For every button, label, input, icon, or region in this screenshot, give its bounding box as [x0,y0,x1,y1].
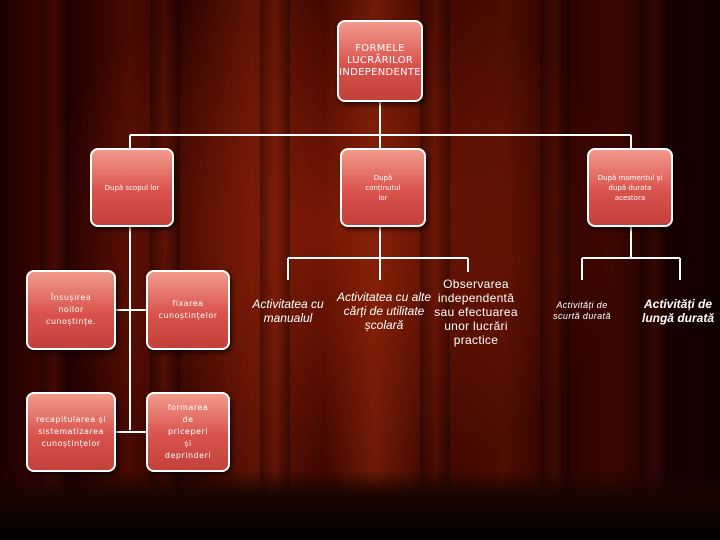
continut-item-label: Activitatea cu alte cărți de utilitate ș… [336,290,432,332]
scop-item-fixarea: fixarea cunoștințelor [146,270,230,350]
scop-item-recapitularea: recapitularea și sistematizarea cunoștin… [26,392,116,472]
continut-item-label: Activitatea cu manualul [252,297,324,325]
continut-item-alte-carti: Activitatea cu alte cărți de utilitate ș… [336,282,432,340]
branch-moment: După momentul și după durata acestora [587,148,673,227]
curtain-fold [260,0,290,540]
root-label: FORMELE LUCRĂRILOR INDEPENDENTE [339,43,421,78]
scop-item-label: fixarea cunoștințelor [158,299,218,320]
branch-continut: După conținutul lor [340,148,426,227]
continut-item-manual: Activitatea cu manualul [243,282,333,340]
scop-item-label: recapitularea și sistematizarea cunoștin… [36,415,106,448]
moment-item-label: Activități de scurtă durată [553,300,611,321]
scop-item-label: Însușirea noilor cunoștințe. [45,293,97,326]
root-node: FORMELE LUCRĂRILOR INDEPENDENTE [337,20,423,102]
curtain-fold [420,0,450,540]
curtain-fold [540,0,570,540]
moment-item-lunga: Activități de lungă durată [636,282,720,340]
moment-item-label: Activități de lungă durată [641,297,714,325]
curtain-fold [640,0,670,540]
continut-item-observarea: Observarea independentă sau efectuarea u… [428,272,524,352]
scop-item-insusirea: Însușirea noilor cunoștințe. [26,270,116,350]
moment-item-scurta: Activități de scurtă durată [542,282,622,340]
branch-scop: După scopul lor [90,148,174,227]
stage-floor [0,470,720,540]
branch-scop-label: După scopul lor [104,183,160,192]
continut-item-label: Observarea independentă sau efectuarea u… [434,277,518,347]
scop-item-formarea: formarea de priceperi și deprinderi [146,392,230,472]
branch-moment-label: După momentul și după durata acestora [597,173,663,202]
scop-item-label: formarea de priceperi și deprinderi [164,403,212,460]
branch-continut-label: După conținutul lor [365,173,401,202]
